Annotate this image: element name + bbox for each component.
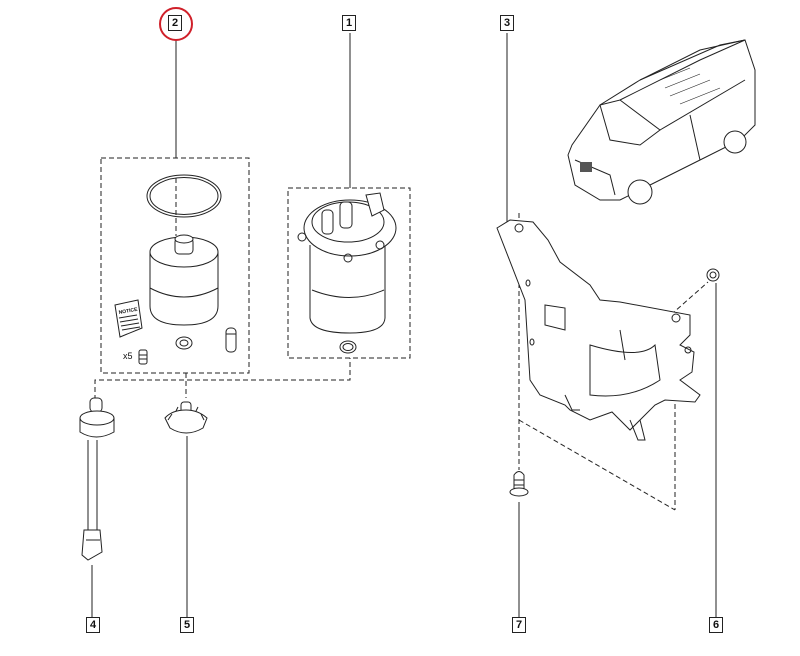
notice-leaflet-icon: NOTICE xyxy=(114,299,143,338)
drain-plug xyxy=(164,401,208,434)
filter-element xyxy=(149,234,219,326)
kit-group-box xyxy=(100,157,250,374)
leader-lines xyxy=(91,33,717,617)
callout-3[interactable]: 3 xyxy=(500,15,514,31)
callout-6[interactable]: 6 xyxy=(709,617,723,633)
mounting-bracket xyxy=(496,219,701,441)
van-illustration xyxy=(567,39,756,205)
callout-1[interactable]: 1 xyxy=(342,15,356,31)
screw-quantity-label: x5 xyxy=(123,351,133,361)
bolt xyxy=(509,471,529,497)
callout-highlight-ring xyxy=(159,7,193,41)
bracket-base-line xyxy=(518,419,676,511)
small-screw-x5 xyxy=(138,349,148,365)
callout-4[interactable]: 4 xyxy=(86,617,100,633)
sensor-assembly-line xyxy=(94,358,351,400)
nut xyxy=(706,268,720,282)
callout-7[interactable]: 7 xyxy=(512,617,526,633)
water-sensor xyxy=(79,397,115,561)
notice-text: NOTICE xyxy=(118,307,138,316)
kit-o-ring xyxy=(175,336,193,350)
callout-2[interactable]: 2 xyxy=(168,15,182,31)
assembly-guides xyxy=(94,157,709,511)
kit-bolt xyxy=(225,327,237,353)
housing-group-box xyxy=(287,187,411,359)
filter-housing xyxy=(297,192,397,334)
callout-5[interactable]: 5 xyxy=(180,617,194,633)
kit-seal-ring xyxy=(146,174,222,218)
housing-o-ring xyxy=(339,340,357,354)
